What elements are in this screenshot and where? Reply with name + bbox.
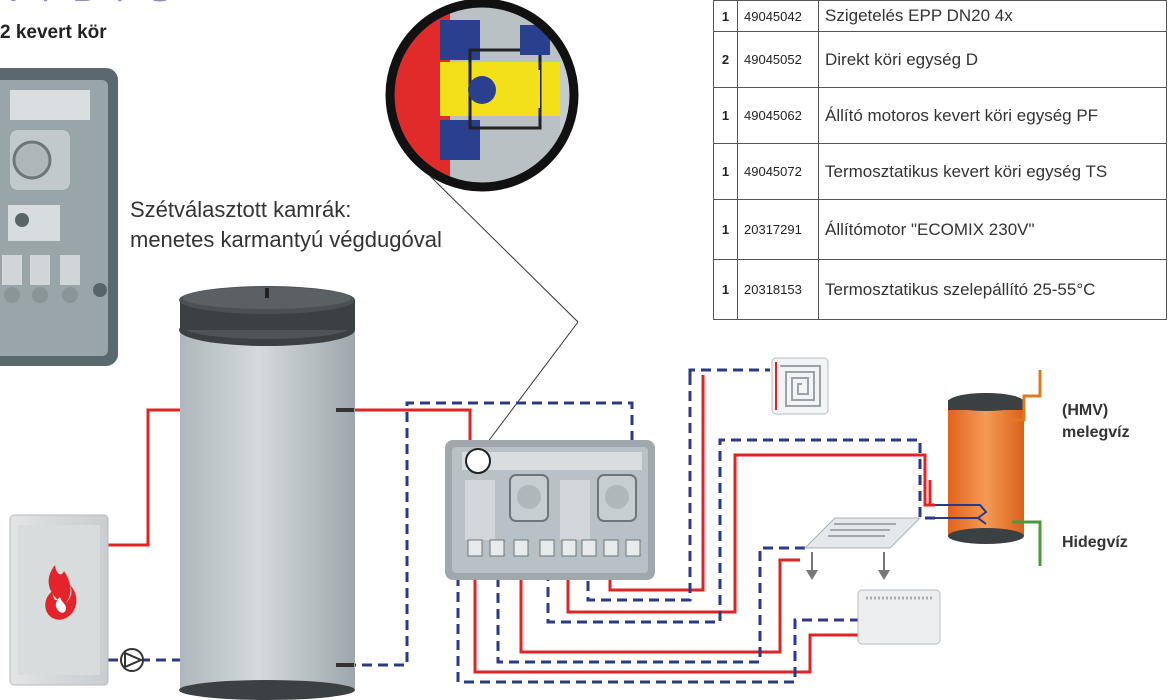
- description-cell: Állító motoros kevert köri egység PF: [818, 87, 1167, 144]
- parts-list-table: 1 49045042 Szigetelés EPP DN20 4x 2 4904…: [713, 0, 1167, 320]
- qty-cell: 1: [713, 87, 738, 144]
- zoom-detail-circle: [385, 0, 579, 192]
- boiler-unit: [9, 514, 109, 686]
- description-cell: Termosztatikus kevert köri egység TS: [818, 143, 1167, 200]
- radiator: [857, 589, 941, 645]
- qty-cell: 1: [713, 259, 738, 320]
- table-row: 1 20317291 Állítómotor "ECOMIX 230V": [713, 199, 1167, 260]
- hmv-label-line-2: melegvíz: [1062, 424, 1130, 441]
- zoom-leader-line: [429, 175, 579, 323]
- description-cell: Állítómotor "ECOMIX 230V": [818, 199, 1167, 260]
- distribution-manifold: [445, 440, 655, 580]
- buffer-tank: [179, 286, 355, 700]
- page-heading-partial: V / D / S: [0, 0, 176, 11]
- description-cell: Szigetelés EPP DN20 4x: [818, 0, 1167, 32]
- table-row: 1 49045072 Termosztatikus kevert köri eg…: [713, 143, 1167, 200]
- return-pipes: [108, 368, 935, 684]
- qty-cell: 1: [713, 143, 738, 200]
- table-row: 1 49045062 Állító motoros kevert köri eg…: [713, 87, 1167, 144]
- part-code-cell: 20317291: [737, 199, 819, 260]
- description-cell: Direkt köri egység D: [818, 31, 1167, 88]
- hmv-label: (HMV) melegvíz: [1062, 400, 1130, 444]
- manifold-photo-inset: [0, 68, 118, 366]
- dhw-tank: [935, 370, 1042, 566]
- qty-cell: 1: [713, 199, 738, 260]
- description-cell: Termosztatikus szelepállító 25-55°C: [818, 259, 1167, 320]
- part-code-cell: 49045072: [737, 143, 819, 200]
- part-code-cell: 49045042: [737, 0, 819, 32]
- qty-cell: 1: [713, 0, 738, 32]
- ceiling-heating-panel: [803, 517, 922, 580]
- chamber-annotation-line-1: Szétválasztott kamrák:: [130, 197, 352, 222]
- chamber-annotation: Szétválasztott kamrák: menetes karmantyú…: [130, 195, 442, 255]
- part-code-cell: 49045052: [737, 31, 819, 88]
- hmv-label-line-1: (HMV): [1062, 402, 1109, 419]
- page-subheading: 2 kevert kör: [0, 22, 107, 43]
- zoom-leader-line-2: [477, 321, 579, 456]
- floor-heating-coil: [771, 357, 829, 415]
- part-code-cell: 49045062: [737, 87, 819, 144]
- qty-cell: 2: [713, 31, 738, 88]
- table-row: 1 49045042 Szigetelés EPP DN20 4x: [713, 0, 1167, 32]
- circulation-pump: [120, 648, 144, 672]
- table-row: 1 20318153 Termosztatikus szelepállító 2…: [713, 259, 1167, 320]
- chamber-annotation-line-2: menetes karmantyú végdugóval: [130, 227, 442, 252]
- table-row: 2 49045052 Direkt köri egység D: [713, 31, 1167, 88]
- part-code-cell: 20318153: [737, 259, 819, 320]
- cold-water-label: Hidegvíz: [1062, 534, 1128, 551]
